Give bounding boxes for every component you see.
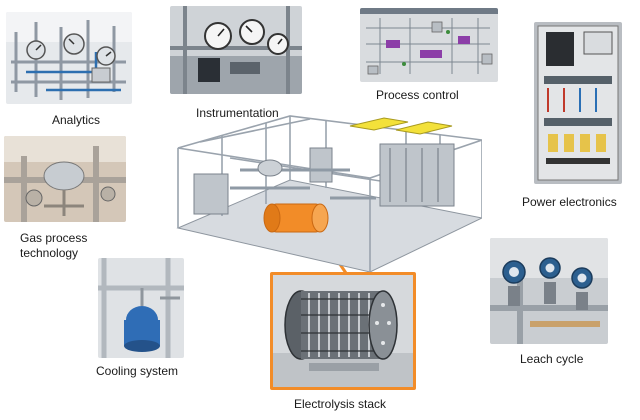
leach-cycle-photo [490, 238, 608, 344]
leach-cycle-label: Leach cycle [520, 352, 584, 366]
cooling-system-photo [98, 258, 184, 358]
analytics-label: Analytics [52, 113, 101, 127]
cooling-system-label: Cooling system [96, 364, 179, 378]
process-control-photo [360, 8, 498, 82]
instrumentation-label: Instrumentation [196, 106, 279, 120]
electrolysis-stack-photo [270, 272, 416, 390]
container-rendering [170, 108, 482, 274]
gas-process-technology-label: Gas process technology [20, 231, 88, 260]
electrolysis-stack-label: Electrolysis stack [294, 397, 387, 411]
power-electronics-label: Power electronics [522, 195, 617, 209]
power-electronics-photo [534, 22, 622, 184]
gas-process-photo [4, 136, 126, 222]
instrumentation-photo [170, 6, 302, 94]
process-control-label: Process control [376, 88, 459, 102]
analytics-photo [6, 12, 132, 104]
